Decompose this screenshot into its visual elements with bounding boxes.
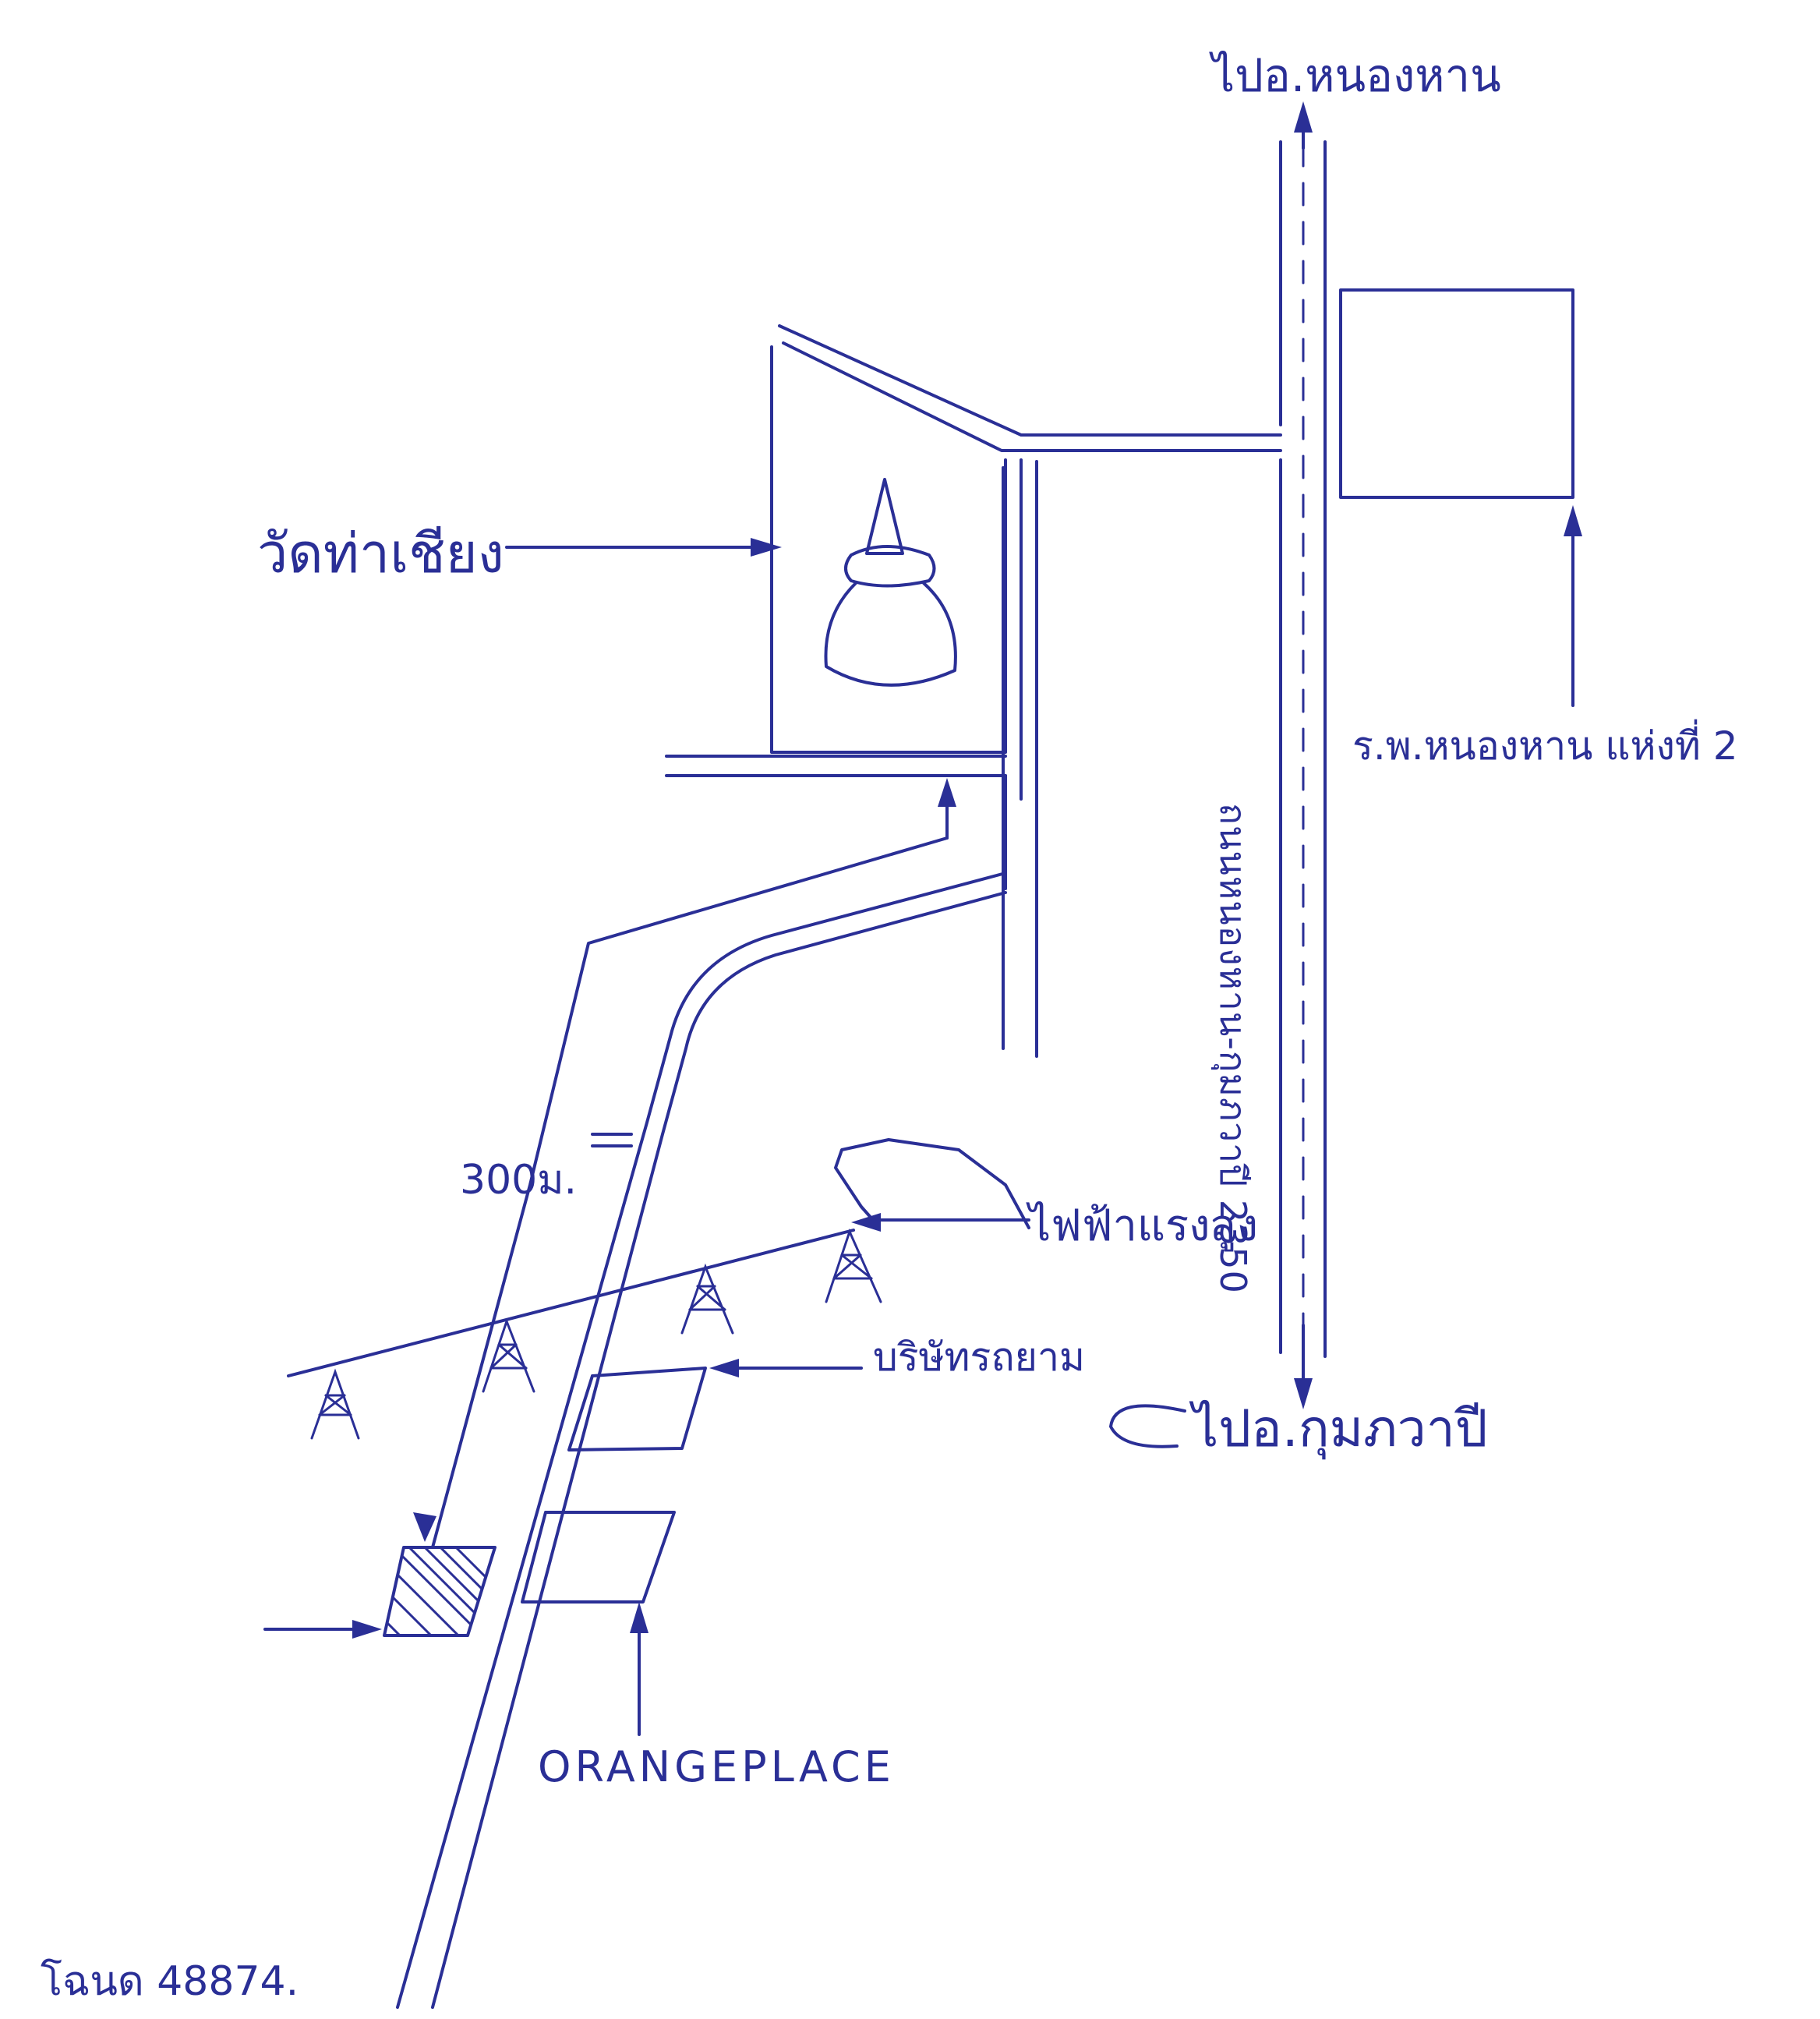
power-tower-icon (680, 1263, 734, 1335)
temple-pointer (505, 538, 782, 557)
hospital-label: ร.พ.หนองหาน แห่งที่ 2 (1352, 723, 1738, 769)
power-line (287, 1138, 1030, 1440)
land-plot (263, 1512, 497, 1639)
power-pointer (834, 1138, 1030, 1232)
north-destination-label: ไปอ.หนองหาน (1212, 49, 1501, 102)
power-tower-icon (482, 1317, 535, 1393)
power-tower-icon (310, 1368, 360, 1440)
hospital-building (1339, 288, 1582, 707)
south-arrow-icon (1294, 1378, 1313, 1409)
stupa-icon (824, 478, 957, 687)
hospital-arrow-icon (1564, 505, 1582, 536)
north-arrow-icon (1294, 101, 1313, 133)
distance-arrow-icon (413, 1512, 436, 1542)
access-lane (431, 778, 956, 1549)
orange-place-label: ORANGEPLACE (538, 1742, 895, 1791)
orange-place-arrow-icon (630, 1602, 648, 1633)
orange-place-building (521, 1511, 676, 1736)
company-building (567, 1359, 863, 1451)
soi-road (396, 872, 1007, 2009)
distance-label: 300ม. (460, 1157, 578, 1204)
south-label-flourish (1109, 1404, 1186, 1448)
side-road (778, 324, 1282, 1058)
company-label: บริษัทรถยาม (873, 1335, 1085, 1380)
south-destination-label: ไปอ.กุมภวาปี (1193, 1398, 1488, 1459)
company-arrow-icon (709, 1359, 739, 1377)
power-line-label: ไฟฟ้าแรงสูง (1029, 1200, 1258, 1251)
land-arrow-icon (352, 1620, 382, 1639)
main-highway (1279, 101, 1327, 1409)
temple-label: วัดท่าเชียง (257, 522, 504, 585)
lane-arrow-icon (938, 778, 956, 807)
power-tower-icon (825, 1228, 882, 1303)
land-plot-label: โฉนด 48874. (41, 1958, 299, 2005)
